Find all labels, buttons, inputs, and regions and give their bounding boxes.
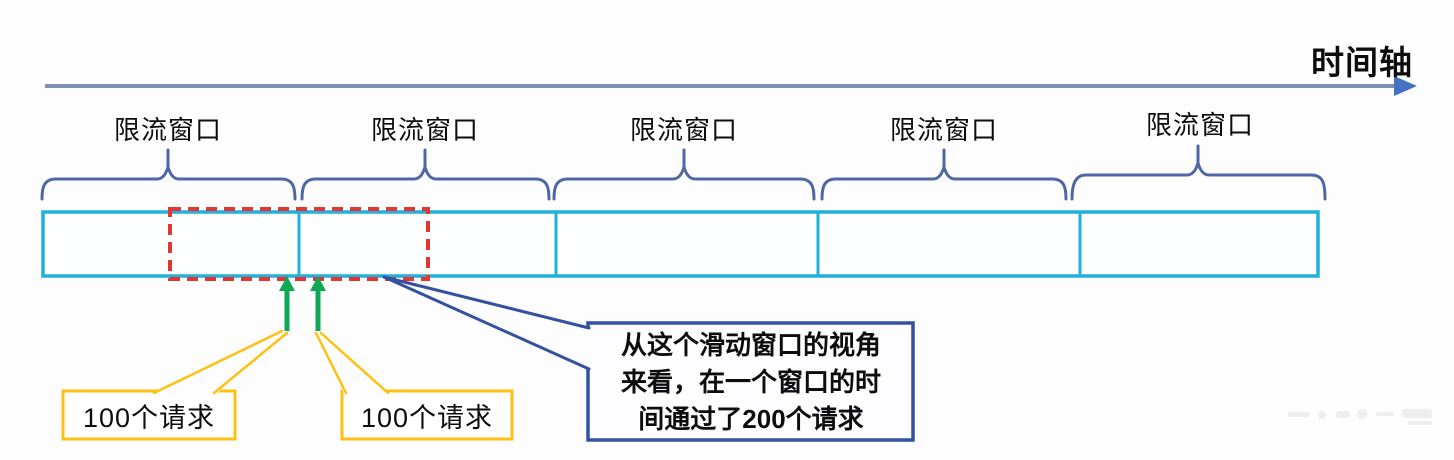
bracket-window-1 — [40, 161, 297, 201]
note-box — [586, 321, 915, 442]
request-arrow-left-head-icon — [279, 276, 295, 291]
note-line-1: 从这个滑动窗口的视角 — [620, 329, 881, 360]
window-bar — [41, 210, 1320, 278]
window-label-1: 限流窗口 — [113, 115, 222, 145]
wedge-left-line-1 — [152, 329, 284, 395]
sliding-window-note: 从这个滑动窗口的视角 来看，在一个窗口的时 间通过了200个请求 — [596, 326, 906, 438]
bracket-window-4 — [820, 161, 1068, 201]
note-line-2: 来看，在一个窗口的时 — [620, 366, 881, 397]
window-brackets — [40, 144, 1327, 201]
note-wedge-line-bottom — [382, 275, 591, 371]
bracket-window-2 — [300, 161, 551, 201]
timeline-axis — [45, 76, 1417, 96]
request-count-box-right — [340, 389, 514, 441]
request-count-label-right: 100个请求 — [360, 402, 494, 433]
timeline-arrowhead-icon — [1394, 76, 1417, 96]
request-count-callouts — [61, 329, 514, 441]
bracket-window-3 — [552, 161, 816, 201]
wedge-left-line-2 — [212, 331, 289, 395]
window-label-3: 限流窗口 — [629, 115, 738, 145]
window-label-2: 限流窗口 — [370, 115, 479, 145]
watermark — [1288, 409, 1432, 425]
window-label-5: 限流窗口 — [1145, 110, 1254, 140]
note-line-3: 间通过了200个请求 — [638, 403, 864, 434]
request-arrows — [279, 276, 326, 331]
note-callout — [382, 275, 915, 442]
window-cell-dividers — [297, 212, 1082, 276]
wedge-right-line-2 — [319, 331, 390, 395]
request-count-label-left: 100个请求 — [82, 402, 216, 433]
request-arrow-right-head-icon — [310, 276, 326, 291]
wedge-right-line-1 — [314, 331, 348, 395]
request-count-box-left — [61, 389, 237, 441]
bracket-window-5 — [1070, 157, 1327, 201]
window-label-4: 限流窗口 — [889, 115, 998, 145]
note-wedge-lines — [382, 275, 591, 371]
sliding-window-rect — [168, 207, 430, 281]
window-bar-outline — [41, 210, 1320, 278]
request-count-wedge-lines — [152, 329, 390, 395]
timeline-axis-label: 时间轴 — [1311, 44, 1413, 81]
note-wedge-line-top — [382, 275, 591, 330]
